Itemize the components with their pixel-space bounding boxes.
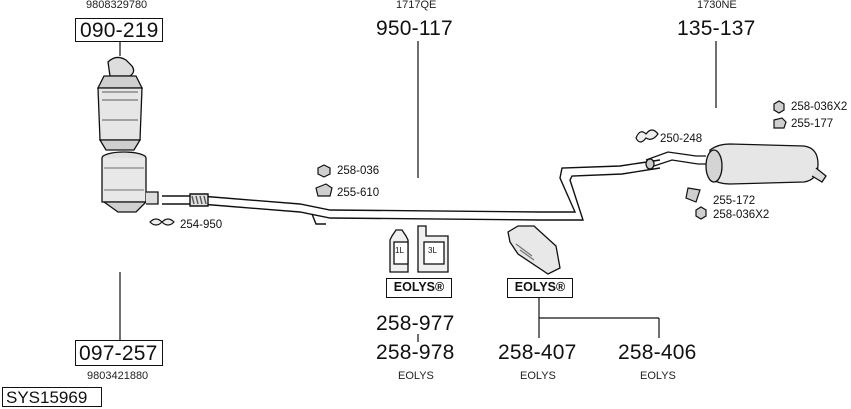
nut-icon-rear-bot (695, 206, 707, 220)
fitting-label-clamp-rear[interactable]: 250-248 (660, 133, 703, 145)
part-number-cat-top[interactable]: 090-219 (75, 18, 163, 42)
fitting-label-bracket-rear[interactable]: 255-172 (713, 195, 756, 207)
rear-silencer-icon (645, 143, 827, 185)
fitting-label-clamp-front[interactable]: 254-950 (180, 219, 223, 231)
oem-ref-rear-box: 1730NE (697, 0, 737, 11)
clamp-icon-rear-top (773, 117, 787, 129)
sub-label-pouch-1: EOLYS (520, 370, 556, 382)
bottle-icons (389, 225, 449, 273)
catalyst-lower-icon (101, 151, 159, 213)
sub-label-fluid: EOLYS (398, 370, 434, 382)
nut-icon-rear-top (773, 100, 785, 114)
nut-icon-mid (317, 164, 331, 178)
oem-ref-cat-top: 9808329780 (86, 0, 148, 11)
fitting-label-nut-rear-bot[interactable]: 258-036X2 (713, 209, 770, 221)
fitting-label-nut-mid[interactable]: 258-036 (337, 165, 380, 177)
part-number-rear-box[interactable]: 135-137 (677, 17, 756, 40)
part-number-fluid-2[interactable]: 258-978 (376, 341, 455, 364)
brand-label-pouch: EOLYS® (507, 278, 573, 298)
system-code: SYS15969 (2, 387, 102, 407)
fitting-label-clamp-mid[interactable]: 255-610 (337, 187, 380, 199)
bottle-large-label: 3L (428, 246, 437, 255)
clamp-icon-rear (635, 129, 659, 143)
additive-pouch-icon (507, 225, 561, 275)
part-number-fluid-1[interactable]: 258-977 (376, 312, 455, 335)
oem-ref-mid-pipe: 1717QE (396, 0, 437, 11)
clamp-icon-front (149, 218, 175, 226)
catalyst-upper-icon (96, 56, 144, 151)
middle-pipe-icon (162, 159, 661, 225)
brand-label-fluid: EOLYS® (386, 278, 452, 298)
clamp-icon-mid (315, 183, 333, 197)
fitting-label-clamp-rear-top[interactable]: 255-177 (791, 118, 834, 130)
part-number-cat-bot[interactable]: 097-257 (75, 340, 163, 366)
part-number-mid-pipe[interactable]: 950-117 (376, 17, 453, 40)
part-number-pouch-1[interactable]: 258-407 (498, 341, 577, 364)
oem-ref-cat-bot: 9803421880 (87, 370, 149, 382)
part-number-pouch-2[interactable]: 258-406 (618, 341, 697, 364)
bracket-icon-rear (685, 187, 701, 203)
bottle-small-label: 1L (395, 246, 404, 255)
sub-label-pouch-2: EOLYS (640, 370, 676, 382)
fitting-label-nut-rear-top[interactable]: 258-036X2 (791, 101, 848, 113)
